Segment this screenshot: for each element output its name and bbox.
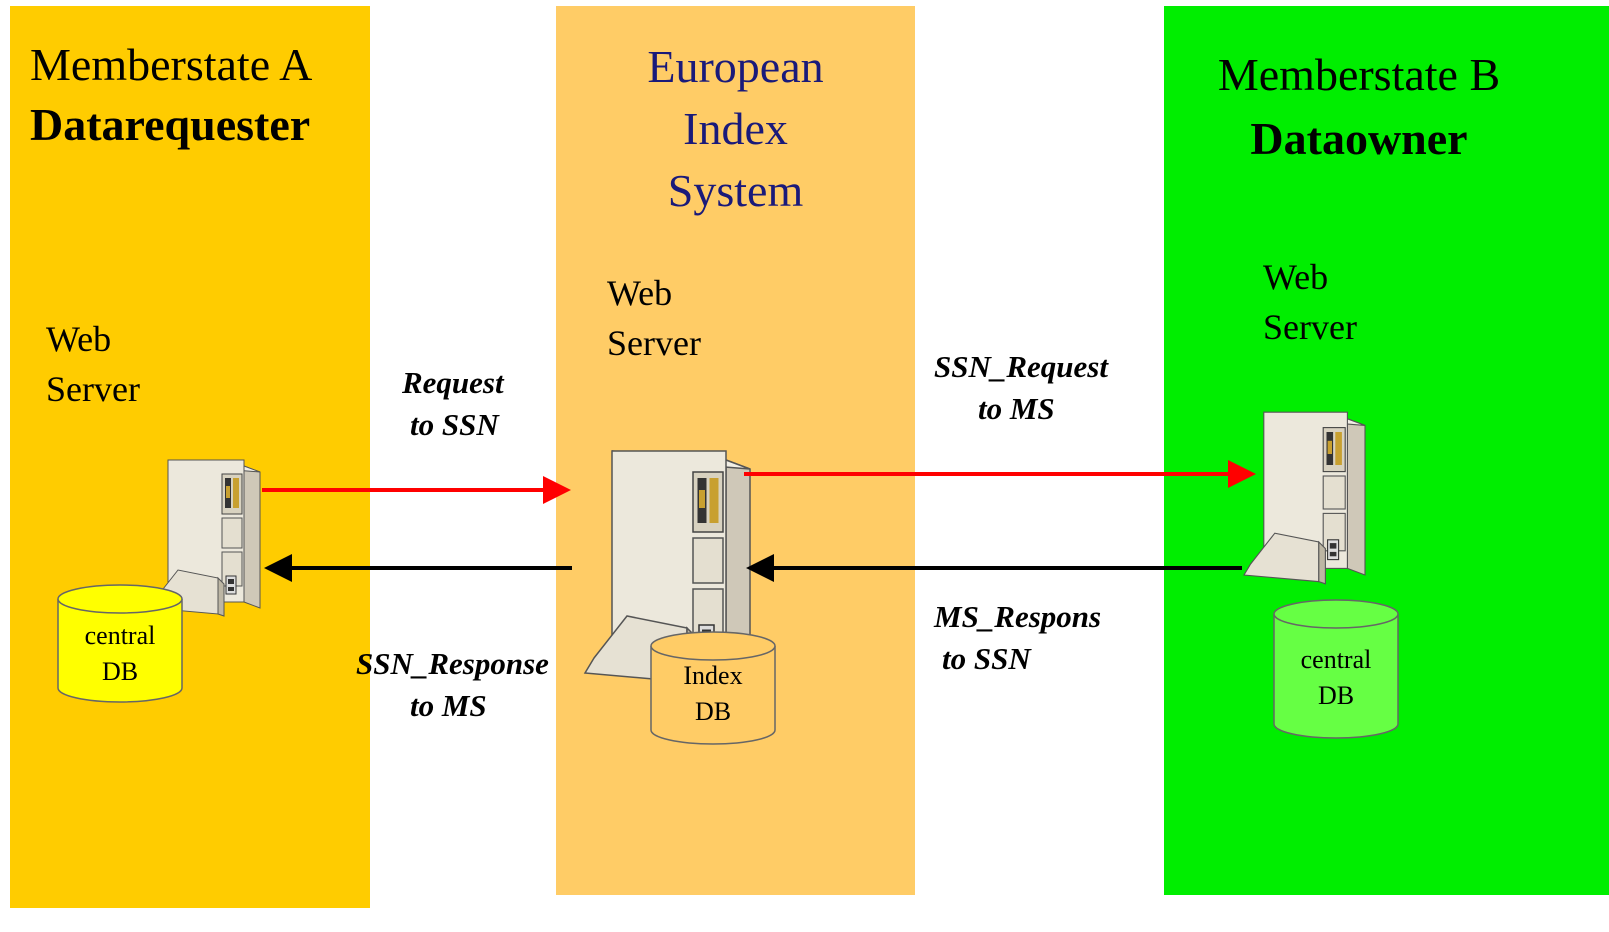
request-to-ssn-arrow	[262, 476, 571, 504]
memberstate-b-panel	[1164, 6, 1609, 895]
memberstate-a-database-icon	[57, 584, 183, 703]
memberstate-a-db-label-line1: central	[84, 621, 156, 650]
european-index-server-label-line2: Server	[607, 323, 701, 363]
memberstate-a-panel	[10, 6, 370, 908]
memberstate-a-db-label: central DB	[58, 618, 182, 691]
memberstate-a-server-label-line1: Web	[46, 319, 112, 359]
european-index-title-line1: European	[647, 41, 824, 92]
memberstate-a-role: Datarequester	[30, 99, 311, 150]
ssn-request-to-ms-label-line2: to MS	[978, 391, 1055, 426]
european-index-database-icon	[650, 631, 776, 745]
memberstate-a-title: Memberstate A	[30, 39, 313, 90]
european-index-title-line3: System	[667, 165, 804, 216]
european-index-title: European Index System	[556, 36, 915, 222]
memberstate-b-title: Memberstate B	[1217, 49, 1501, 100]
ms-respons-to-ssn-label-line2: to SSN	[942, 641, 1031, 676]
memberstate-a-server-label-line2: Server	[46, 369, 140, 409]
european-index-title-line2: Index	[683, 103, 788, 154]
european-index-server-label-line1: Web	[607, 273, 673, 313]
ssn-response-to-ms-arrow	[264, 554, 572, 582]
memberstate-b-server-icon	[1243, 411, 1366, 585]
memberstate-b-database-icon	[1273, 599, 1399, 739]
ms-respons-to-ssn-label-line1: MS_Respons	[934, 599, 1102, 634]
european-index-db-label-line1: Index	[683, 661, 743, 690]
european-index-db-label-line2: DB	[694, 697, 732, 727]
ssn-request-to-ms-label-line1: SSN_Request	[934, 349, 1108, 384]
memberstate-b-db-label-line1: central	[1300, 645, 1372, 674]
request-to-ssn-label-line1: Request	[402, 365, 504, 400]
ssn-response-to-ms-label-line2: to MS	[410, 688, 487, 723]
memberstate-b-role: Dataowner	[1250, 113, 1468, 164]
memberstate-b-server-label-line2: Server	[1263, 307, 1357, 347]
ssn-response-to-ms-label-line1: SSN_Response	[356, 646, 549, 681]
memberstate-a-db-label-line2: DB	[101, 657, 139, 687]
ms-respons-to-ssn-arrow	[746, 554, 1242, 582]
memberstate-b-db-label-line2: DB	[1317, 681, 1355, 711]
european-index-db-label: Index DB	[651, 658, 775, 731]
memberstate-b-server-label-line1: Web	[1263, 257, 1329, 297]
request-to-ssn-label-line2: to SSN	[410, 407, 499, 442]
ssn-request-to-ms-arrow	[744, 460, 1256, 488]
memberstate-b-db-label: central DB	[1274, 642, 1398, 715]
